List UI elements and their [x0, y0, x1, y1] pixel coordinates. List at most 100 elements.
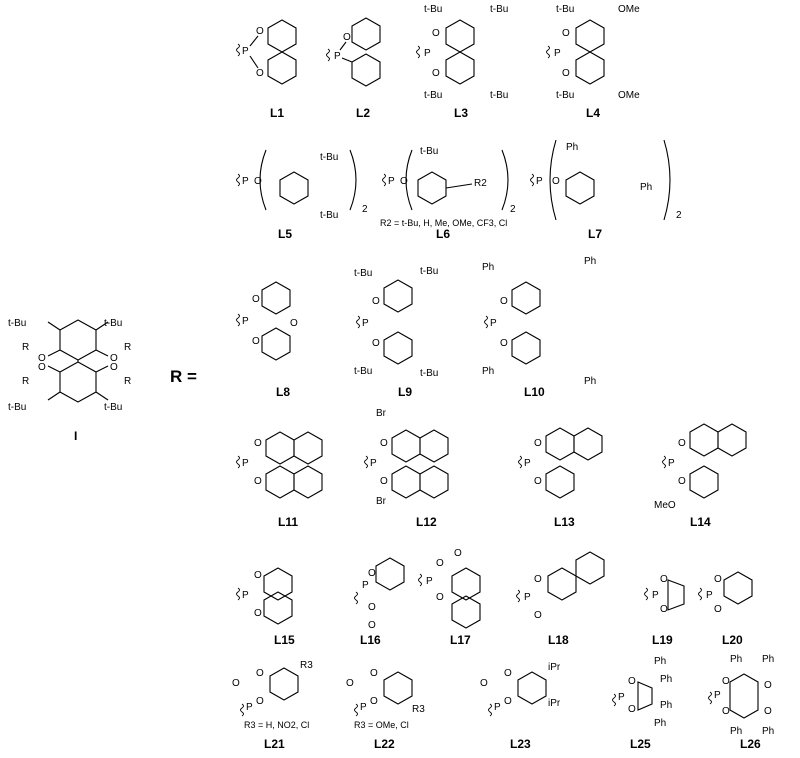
svg-text:O: O — [660, 604, 668, 615]
core-o-3: O — [38, 362, 46, 373]
svg-text:O: O — [722, 676, 730, 687]
svg-text:O: O — [380, 476, 388, 487]
svg-text:O: O — [368, 602, 376, 613]
ligand-L18: P O O L18 — [516, 551, 605, 647]
svg-text:L6: L6 — [436, 227, 450, 241]
ligand-L21: P O O O R3 R3 = H, NO2, Cl L21 — [232, 660, 313, 751]
svg-text:O: O — [368, 620, 376, 631]
svg-text:L23: L23 — [510, 737, 531, 751]
svg-text:P: P — [524, 458, 531, 469]
svg-text:Ph: Ph — [654, 656, 666, 667]
ligand-L7: P O Ph Ph 2 L7 — [530, 139, 682, 241]
svg-text:Ph: Ph — [730, 654, 742, 665]
svg-text:O: O — [370, 696, 378, 707]
core-r-1: R — [22, 342, 29, 353]
ligand-L25: P O O Ph Ph Ph Ph L25 — [612, 656, 672, 751]
svg-text:Ph: Ph — [640, 182, 652, 193]
svg-text:O: O — [562, 68, 570, 79]
core-r-2: R — [124, 342, 131, 353]
svg-text:L4: L4 — [586, 106, 600, 120]
svg-text:O: O — [254, 438, 262, 449]
svg-text:L10: L10 — [524, 385, 545, 399]
l22-r3-note: R3 = OMe, Cl — [354, 720, 409, 730]
svg-text:Br: Br — [376, 408, 387, 419]
svg-text:O: O — [368, 568, 376, 579]
svg-text:O: O — [628, 704, 636, 715]
svg-text:L22: L22 — [374, 737, 395, 751]
svg-text:P: P — [246, 702, 253, 713]
svg-text:P: P — [424, 48, 431, 59]
l6-r2-note: R2 = t-Bu, H, Me, OMe, CF3, Cl — [380, 218, 507, 228]
core-tbu-1: t-Bu — [8, 318, 26, 329]
svg-text:iPr: iPr — [548, 662, 561, 673]
core-structure-I: t-Bu t-Bu t-Bu t-Bu O O O O R R R R I — [8, 318, 131, 443]
l21-r3-note: R3 = H, NO2, Cl — [244, 720, 309, 730]
svg-text:O: O — [252, 294, 260, 305]
svg-text:L14: L14 — [690, 515, 711, 529]
svg-text:Ph: Ph — [566, 142, 578, 153]
svg-text:O: O — [764, 706, 772, 717]
svg-text:O: O — [232, 678, 240, 689]
ligand-L15: P O O L15 — [236, 567, 295, 647]
svg-text:Ph: Ph — [730, 726, 742, 737]
svg-text:OMe: OMe — [618, 90, 640, 101]
svg-text:P: P — [362, 318, 369, 329]
core-tbu-4: t-Bu — [104, 402, 122, 413]
svg-text:L26: L26 — [740, 737, 761, 751]
svg-text:L2: L2 — [356, 106, 370, 120]
svg-text:2: 2 — [676, 210, 682, 221]
svg-text:L1: L1 — [270, 106, 284, 120]
svg-text:P: P — [652, 590, 659, 601]
svg-text:t-Bu: t-Bu — [490, 90, 508, 101]
core-label: I — [74, 429, 77, 443]
svg-text:P: P — [370, 458, 377, 469]
svg-text:2: 2 — [362, 204, 368, 215]
core-o-2: O — [110, 353, 118, 364]
ligand-L2: P O L2 — [326, 17, 381, 120]
svg-text:P: P — [714, 690, 721, 701]
ligand-L20: P O O L20 — [698, 571, 753, 647]
svg-text:O: O — [562, 28, 570, 39]
svg-text:Ph: Ph — [660, 674, 672, 685]
svg-text:P: P — [524, 592, 531, 603]
svg-text:t-Bu: t-Bu — [556, 4, 574, 15]
svg-text:t-Bu: t-Bu — [354, 268, 372, 279]
svg-text:P: P — [242, 316, 249, 327]
svg-text:O: O — [256, 668, 264, 679]
svg-text:O: O — [660, 574, 668, 585]
svg-text:L25: L25 — [630, 737, 651, 751]
svg-text:t-Bu: t-Bu — [556, 90, 574, 101]
svg-text:L8: L8 — [276, 385, 290, 399]
svg-text:O: O — [436, 558, 444, 569]
svg-text:t-Bu: t-Bu — [420, 266, 438, 277]
svg-text:O: O — [254, 176, 262, 187]
ligand-L23: P O O O iPr iPr L23 — [480, 662, 561, 751]
svg-text:P: P — [426, 576, 433, 587]
svg-text:P: P — [360, 702, 367, 713]
ligand-L11: P O O L11 — [236, 431, 323, 529]
ligand-L3: P O O t-Bu t-Bu t-Bu t-Bu L3 — [416, 4, 508, 120]
r-equals-label: R = — [170, 367, 197, 386]
svg-text:O: O — [432, 68, 440, 79]
ligand-L10: P O O Ph Ph Ph Ph L10 — [482, 256, 596, 399]
ligand-L5: P O t-Bu t-Bu 2 L5 — [236, 149, 368, 241]
svg-text:2: 2 — [510, 204, 516, 215]
svg-text:O: O — [346, 678, 354, 689]
svg-text:O: O — [254, 476, 262, 487]
ligand-L17: P O O O L17 — [418, 548, 481, 647]
svg-text:P: P — [362, 580, 369, 591]
svg-text:O: O — [380, 438, 388, 449]
ligand-L8: P O O O L8 — [236, 281, 298, 399]
ligand-L4: P O O t-Bu OMe t-Bu OMe L4 — [546, 4, 640, 120]
svg-text:O: O — [534, 574, 542, 585]
svg-text:L16: L16 — [360, 633, 381, 647]
ligand-L6: P O t-Bu R2 2 R2 = t-Bu, H, Me, OMe, CF3… — [380, 146, 516, 241]
svg-text:t-Bu: t-Bu — [320, 210, 338, 221]
svg-text:t-Bu: t-Bu — [320, 152, 338, 163]
svg-text:R2: R2 — [474, 178, 487, 189]
svg-text:R3: R3 — [412, 704, 425, 715]
svg-text:O: O — [552, 176, 560, 187]
svg-text:t-Bu: t-Bu — [420, 368, 438, 379]
svg-text:O: O — [400, 176, 408, 187]
